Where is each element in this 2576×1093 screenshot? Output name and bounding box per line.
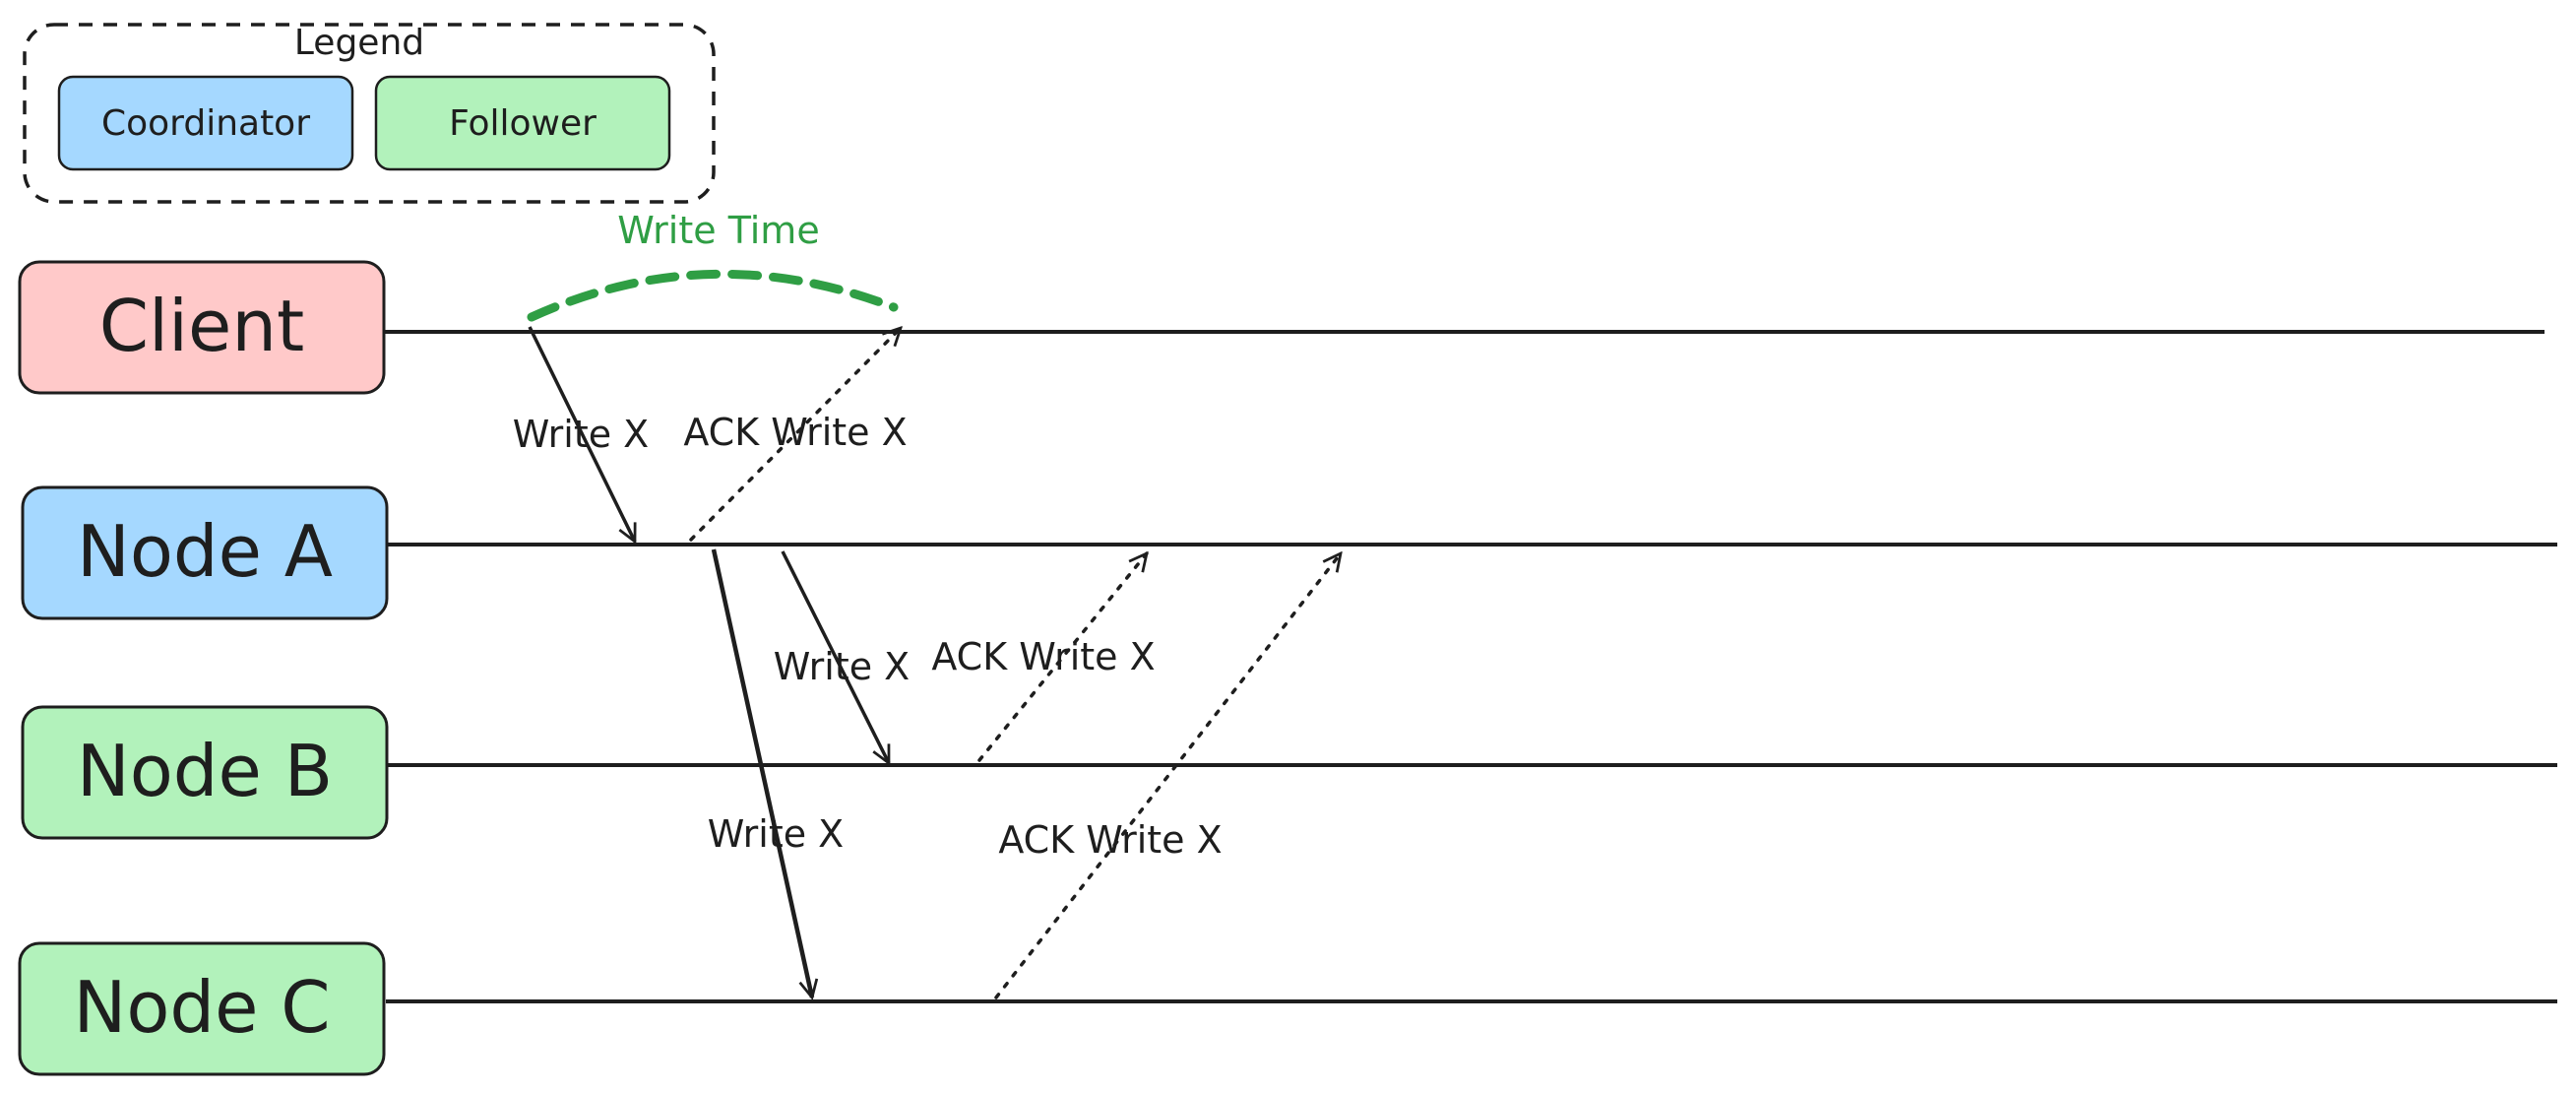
- write-time-annotation: Write Time: [527, 209, 899, 322]
- legend-frame: [23, 23, 716, 204]
- message-node-a-to-node-c: Write X: [708, 548, 844, 997]
- lane-client: Client: [18, 260, 386, 395]
- lifelines: [382, 330, 2557, 1003]
- node-a-label: Node A: [77, 510, 333, 593]
- node-b-box: [21, 705, 389, 840]
- message-node-a-ack-client: ACK Write X: [683, 328, 908, 542]
- write-time-arc: [527, 269, 899, 322]
- lane-node-b: Node B: [21, 705, 389, 840]
- node-a-ack-client-arrow: [689, 328, 901, 542]
- node-a-to-node-c-arrow: [711, 548, 812, 997]
- legend-coordinator-label: Coordinator: [101, 103, 310, 144]
- legend-follower-swatch: [374, 75, 671, 171]
- client-to-node-a-label: Write X: [513, 413, 649, 456]
- legend-title: Legend: [294, 23, 424, 63]
- node-b-ack-node-a-label: ACK Write X: [931, 635, 1155, 678]
- message-node-a-to-node-b: Write X: [774, 550, 910, 763]
- node-b-label: Node B: [77, 730, 333, 812]
- message-node-b-ack-node-a: ACK Write X: [931, 553, 1156, 762]
- node-c-ack-node-a-arrow: [994, 553, 1341, 999]
- lane-node-c: Node C: [18, 941, 386, 1076]
- client-to-node-a-arrow: [528, 326, 637, 542]
- legend-coordinator-swatch: [57, 75, 354, 171]
- client-label: Client: [99, 285, 304, 367]
- client-box: [18, 260, 386, 395]
- write-time-label: Write Time: [617, 209, 819, 252]
- node-b-ack-node-a-arrow: [977, 553, 1147, 762]
- message-client-to-node-a: Write X: [513, 326, 649, 542]
- node-c-box: [18, 941, 386, 1076]
- node-a-box: [21, 485, 389, 620]
- node-c-label: Node C: [73, 966, 330, 1049]
- node-a-to-node-b-arrow: [781, 550, 891, 763]
- legend: Legend Coordinator Follower: [23, 23, 716, 204]
- node-a-ack-client-label: ACK Write X: [683, 411, 907, 454]
- node-a-to-node-c-label: Write X: [708, 812, 844, 856]
- lane-node-a: Node A: [21, 485, 389, 620]
- node-c-ack-node-a-label: ACK Write X: [998, 818, 1222, 862]
- message-node-c-ack-node-a: ACK Write X: [994, 553, 1341, 999]
- node-a-to-node-b-label: Write X: [774, 645, 910, 688]
- legend-follower-label: Follower: [449, 103, 597, 144]
